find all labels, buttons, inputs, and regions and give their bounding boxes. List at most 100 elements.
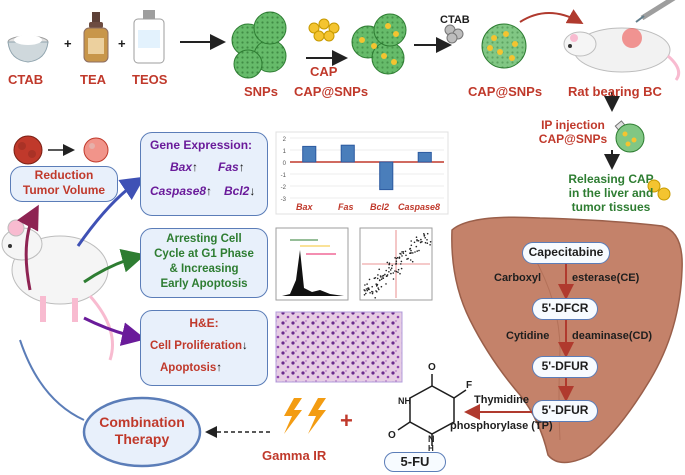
gene-expression-title: Gene Expression: [150,138,253,152]
n-label: N [428,434,435,444]
rat-label: Rat bearing BC [568,84,662,99]
scatter-dot [374,297,377,299]
scatter-dot [395,257,398,260]
tumor-large-icon [13,135,43,165]
tp-label: phosphorylase (TP) [450,420,553,432]
released-cap-icon [647,179,671,201]
teos-bottle-icon [133,10,165,64]
ctab-removal-label: CTAB [440,14,470,26]
scatter-panel [359,227,433,301]
chart-y-tick-label: -2 [281,185,287,191]
scatter-dot [366,283,368,285]
scatter-dot [388,271,390,273]
scatter-dot [402,252,405,255]
scatter-dot [385,269,388,272]
nh-label: NH [398,396,411,406]
deaminase-label: deaminase(CD) [572,330,653,342]
chart-y-ticks: 210-1-2-3 [281,137,287,203]
scatter-dot [390,272,392,275]
scatter-dot [410,249,412,252]
scatter-dot [391,264,394,267]
scatter-dot [397,271,399,274]
scatter-dot [364,284,366,286]
dfcr-node: 5'-DFCR [532,298,598,320]
chart-bar-bax [302,145,317,163]
snps-particles-icon [231,11,287,79]
chart-bar-bcl2 [379,161,394,191]
scatter-dot [394,270,396,272]
scatter-dot [382,277,384,279]
scatter-dot [402,251,405,253]
apoptosis-label: Apoptosis↑ [160,362,222,374]
scatter-dot [371,292,374,295]
scatter-dot [385,283,387,285]
scatter-dot [376,291,378,293]
arrow-to-he-box [83,316,146,346]
scatter-dot [369,292,371,294]
scatter-dot [390,267,393,270]
tea-bottle-icon [83,12,109,63]
snps-label: SNPs [244,84,278,99]
oxygen-label-2: O [388,430,396,441]
scatter-dot [367,287,370,289]
scatter-dot [388,263,391,266]
he-box [140,310,268,386]
scatter-dot [363,294,366,296]
chart-y-tick-label: -3 [281,197,287,203]
chart-y-tick-label: 2 [283,137,287,143]
scatter-dot [380,285,383,288]
capecitabine-node: Capecitabine [522,242,610,264]
scatter-dot [429,244,431,246]
carboxyl-label: Carboxyl [494,272,542,284]
scatter-dot [395,262,398,265]
scatter-dot [376,284,378,287]
h-label: H [428,444,434,453]
ctab-small-icon [444,24,464,44]
scatter-dot [405,254,407,257]
tumor-small-icon [83,137,109,163]
scatter-dot [423,235,426,237]
scatter-dot [400,260,403,263]
scatter-dot [394,257,396,259]
rat-bc-icon [563,0,681,81]
scatter-dot [397,268,400,271]
gene-chart: 210-1-2-3 [275,131,449,215]
scatter-dot [413,241,416,244]
scatter-dot [420,238,422,241]
scatter-dot [400,263,402,265]
scatter-dot [418,249,420,252]
scatter-dot [426,242,429,244]
scatter-dot [424,237,427,239]
cell-proliferation-label: Cell Proliferation↓ [150,340,248,352]
scatter-dot [366,289,369,292]
he-tissue-image [275,311,403,383]
scatter-dot [400,267,403,270]
chart-y-tick-label: -1 [281,173,287,179]
bax-label: Bax↑ [170,160,199,174]
tea-label: TEA [80,72,106,87]
scatter-dot [416,239,418,242]
cap-snps-label-1: CAP@SNPs [294,84,369,99]
scatter-dot [401,251,403,253]
plus-sign-gamma: + [340,408,353,433]
arrow-to-rat [519,9,584,24]
scatter-dot [380,276,382,278]
scatter-dot [411,260,414,263]
scatter-dot [421,240,423,243]
mouse-icon [1,219,114,361]
chart-bar-caspase8 [417,151,432,163]
scatter-dot [365,292,367,295]
scatter-dot [417,240,420,242]
scatter-dot [400,253,402,255]
ctab-bowl-icon [7,35,49,63]
scatter-dot [368,288,370,291]
scatter-dot [404,250,407,253]
scatter-dot [388,262,391,265]
dfur-node-2: 5'-DFUR [532,400,598,422]
scatter-dot [392,272,395,274]
gamma-ir-label: Gamma IR [262,448,327,463]
scatter-dot [426,232,429,235]
arrow-to-tumor-box [16,204,39,291]
